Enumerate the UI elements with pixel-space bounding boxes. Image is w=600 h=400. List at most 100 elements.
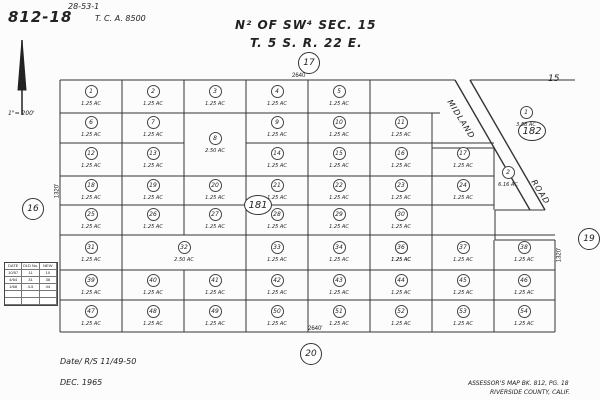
lot-number: 1 — [84, 85, 98, 98]
lot-label: 28 1.25 AC — [265, 208, 289, 230]
legend-cell — [22, 291, 40, 297]
lot-label: 9 1.25 AC — [265, 116, 289, 138]
left-edge-dimension: 1320' — [54, 183, 61, 199]
lot-number: 25 — [84, 208, 98, 221]
lot-number: 10 — [332, 116, 346, 129]
legend-cell: 4/64 — [5, 277, 23, 283]
legend-cell — [5, 298, 23, 304]
adjacent-top-right-number: 15 — [548, 74, 560, 84]
lot-acreage: 1.25 AC — [143, 101, 163, 107]
lot-acreage: 1.25 AC — [514, 257, 534, 263]
scale-label: 1"= 200' — [8, 110, 35, 117]
lot-number: 17 — [456, 147, 470, 160]
legend-row — [5, 298, 57, 305]
legend-row — [5, 291, 57, 298]
lot-number: 31 — [84, 241, 98, 254]
legend-cell — [5, 291, 23, 297]
right-edge-dimension: 1320' — [556, 247, 563, 263]
lot-acreage: 1.25 AC — [267, 290, 287, 296]
lot-number: 16 — [394, 147, 408, 160]
lot-number: 29 — [332, 208, 346, 221]
lot-acreage: 1.25 AC — [267, 101, 287, 107]
north-arrow-icon — [17, 39, 27, 115]
lot-number: 13 — [146, 147, 160, 160]
lot-number: 36 — [394, 241, 408, 254]
legend-cell: 31 — [22, 277, 40, 283]
lot-acreage: 1.25 AC — [391, 321, 411, 327]
lot-acreage: 1.25 AC — [267, 163, 287, 169]
road-parcel-map-number: 182 — [518, 121, 546, 141]
legend-cell: 44 — [40, 284, 57, 290]
lot-number: 42 — [270, 274, 284, 287]
legend-cell: 11 — [22, 270, 40, 276]
lot-number: 18 — [84, 179, 98, 192]
lot-number: 22 — [332, 179, 346, 192]
lot-acreage: 1.25 AC — [81, 290, 101, 296]
map-title-line1: N² OF SW⁴ SEC. 15 — [235, 18, 377, 32]
lot-number: 47 — [84, 305, 98, 318]
adjacent-west-number: 16 — [22, 198, 44, 220]
lot-acreage: 1.25 AC — [267, 195, 287, 201]
lot-number: 9 — [270, 116, 284, 129]
lot-number: 50 — [270, 305, 284, 318]
adjacent-south-number: 20 — [300, 343, 322, 365]
lot-number: 5 — [332, 85, 346, 98]
lot-number: 30 — [394, 208, 408, 221]
date-reference: Date/ R/S 11/49-50 — [60, 357, 137, 366]
bottom-edge-dimension: 2640' — [308, 326, 323, 332]
lot-label: 22 1.25 AC — [327, 179, 351, 201]
adjacent-north-number: 17 — [298, 52, 320, 74]
lot-acreage: 1.25 AC — [329, 195, 349, 201]
lot-number: 15 — [332, 147, 346, 160]
lot-acreage: 1.25 AC — [143, 163, 163, 169]
lot-number: 45 — [456, 274, 470, 287]
adjacent-east-number: 19 — [578, 228, 600, 250]
lot-acreage: 3.58 AC — [516, 122, 536, 128]
lot-number: 27 — [208, 208, 222, 221]
lot-acreage: 1.25 AC — [143, 321, 163, 327]
legend-cell: 10 — [40, 270, 57, 276]
lot-acreage: 1.25 AC — [391, 257, 411, 263]
lot-number: 23 — [394, 179, 408, 192]
lot-number: 28 — [270, 208, 284, 221]
county-name: RIVERSIDE COUNTY, CALIF. — [490, 389, 571, 396]
top-edge-dimension: 2640' — [292, 73, 307, 79]
lot-acreage: 1.25 AC — [329, 290, 349, 296]
lot-acreage: 1.25 AC — [81, 195, 101, 201]
lot-acreage: 1.25 AC — [143, 132, 163, 138]
map-top-code: 28-53-1 — [68, 2, 100, 11]
lot-acreage: 1.25 AC — [453, 290, 473, 296]
lot-number: 12 — [84, 147, 98, 160]
lot-number: 46 — [517, 274, 531, 287]
lot-label: 4 1.25 AC — [265, 85, 289, 107]
lot-number: 40 — [146, 274, 160, 287]
lot-label: 25 1.25 AC — [79, 208, 103, 230]
lot-number: 4 — [270, 85, 284, 98]
lot-acreage: 1.25 AC — [267, 132, 287, 138]
lot-acreage: 1.25 AC — [267, 224, 287, 230]
lot-number: 37 — [456, 241, 470, 254]
lot-acreage: 1.25 AC — [81, 224, 101, 230]
